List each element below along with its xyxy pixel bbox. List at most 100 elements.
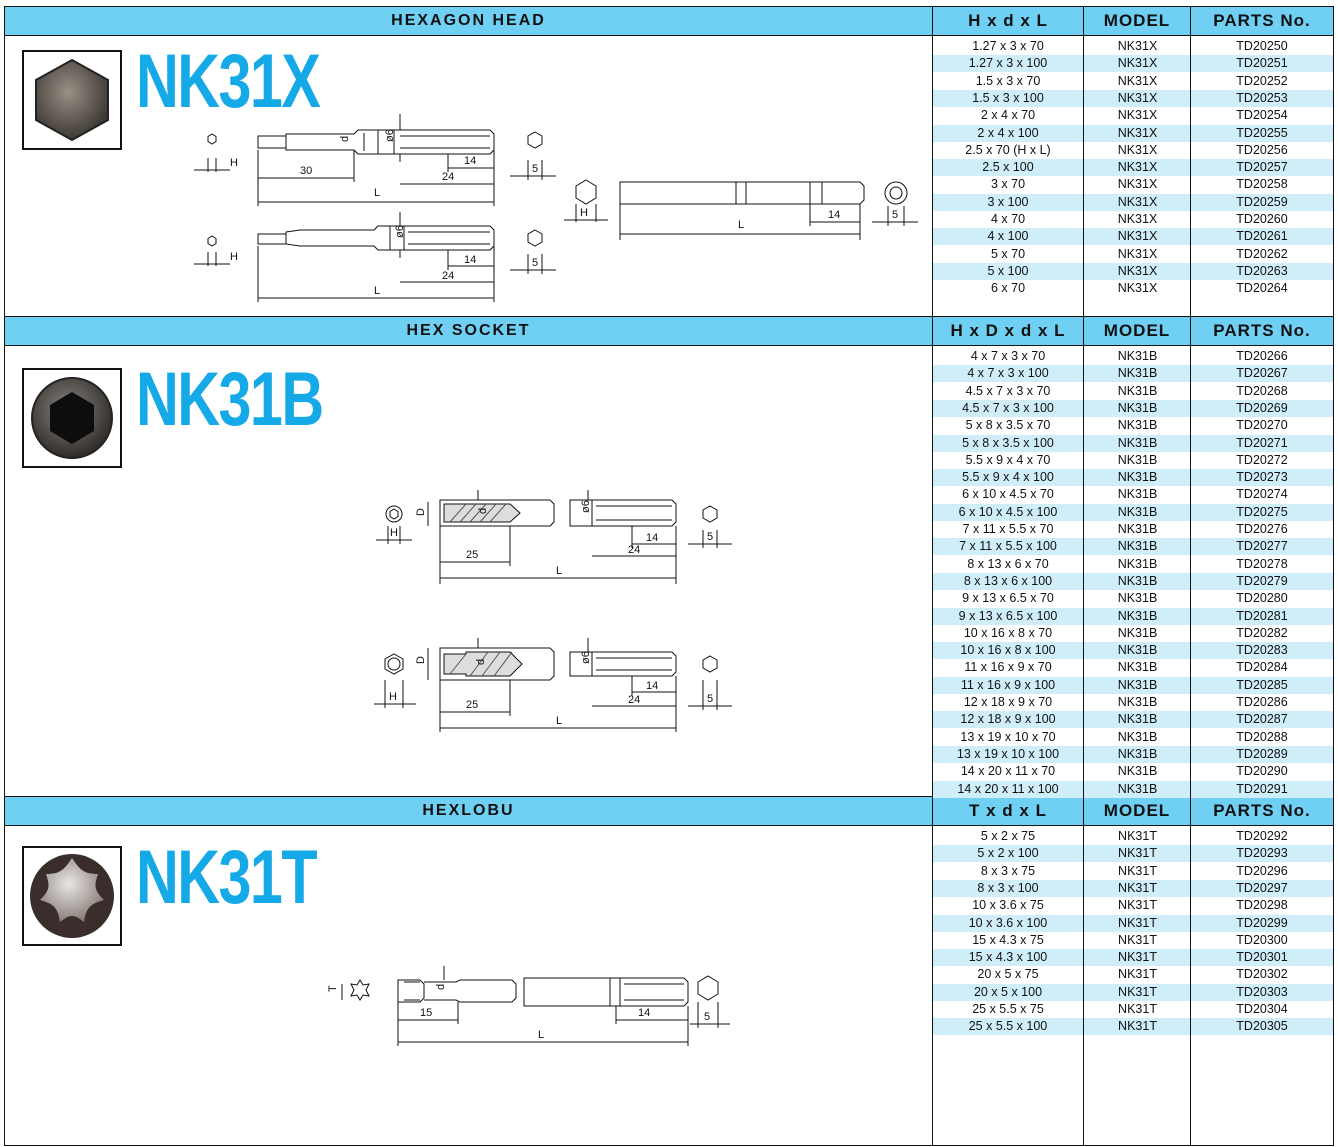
parts-no-cell: TD20291 bbox=[1236, 781, 1288, 796]
parts-no-cell: TD20280 bbox=[1236, 591, 1288, 606]
model-cell: NK31T bbox=[1118, 863, 1157, 878]
column-header-size: T x d x L bbox=[932, 796, 1084, 826]
column-header-size: H x D x d x L bbox=[932, 316, 1084, 346]
model-cell: NK31X bbox=[1117, 90, 1158, 105]
size-cell: 14 x 20 x 11 x 70 bbox=[960, 764, 1056, 779]
model-cell: NK31B bbox=[1117, 556, 1158, 571]
size-cell: 9 x 13 x 6.5 x 100 bbox=[958, 608, 1058, 623]
model-cell: NK31B bbox=[1117, 712, 1158, 727]
parts-no-cell: TD20254 bbox=[1236, 108, 1288, 123]
model-cell: NK31B bbox=[1117, 487, 1158, 502]
hex-socket-icon bbox=[31, 377, 113, 459]
model-cell: NK31B bbox=[1117, 452, 1158, 467]
size-cell: 8 x 13 x 6 x 70 bbox=[967, 556, 1049, 571]
hexlobu-drawing: T d 15 14 L 5 bbox=[327, 966, 730, 1046]
parts-no-cell: TD20297 bbox=[1236, 880, 1288, 895]
size-cell: 4 x 7 x 3 x 100 bbox=[967, 366, 1049, 381]
column-header-parts-no: PARTS No. bbox=[1190, 796, 1334, 826]
size-cell: 1.5 x 3 x 100 bbox=[972, 90, 1044, 105]
parts-no-cell: TD20260 bbox=[1236, 212, 1288, 226]
size-cell: 5.5 x 9 x 4 x 70 bbox=[965, 452, 1051, 467]
parts-no-cell: TD20290 bbox=[1236, 764, 1288, 779]
table-row: 1.5 x 3 x 100 NK31X TD20253 bbox=[933, 89, 1333, 107]
table-row: 14 x 20 x 11 x 70 NK31B TD20290 bbox=[933, 763, 1333, 780]
size-cell: 3 x 70 bbox=[990, 177, 1026, 192]
model-cell: NK31T bbox=[1118, 880, 1157, 895]
hexagon-head-drawing-1: H d ø6 30 14 24 L 5 bbox=[194, 114, 556, 206]
model-cell: NK31B bbox=[1117, 764, 1158, 779]
parts-no-cell: TD20253 bbox=[1236, 90, 1288, 105]
label-d: d bbox=[435, 984, 447, 990]
parts-no-cell: TD20283 bbox=[1236, 643, 1288, 658]
size-cell: 20 x 5 x 75 bbox=[977, 967, 1039, 982]
label-5: 5 bbox=[532, 257, 538, 269]
label-H: H bbox=[230, 251, 238, 263]
size-cell: 7 x 11 x 5.5 x 100 bbox=[959, 539, 1057, 554]
model-cell: NK31T bbox=[1118, 984, 1157, 999]
label-5: 5 bbox=[532, 163, 538, 175]
size-cell: 6 x 10 x 4.5 x 100 bbox=[958, 504, 1058, 519]
label-L: L bbox=[556, 715, 562, 727]
size-cell: 5 x 70 bbox=[990, 246, 1026, 261]
parts-no-cell: TD20255 bbox=[1236, 125, 1288, 140]
column-divider bbox=[1190, 6, 1191, 1145]
parts-no-cell: TD20298 bbox=[1236, 898, 1288, 913]
size-cell: 4.5 x 7 x 3 x 100 bbox=[962, 400, 1054, 415]
label-L: L bbox=[374, 187, 380, 199]
section-title-hexagon-head: HEXAGON HEAD bbox=[4, 6, 933, 36]
model-cell: NK31B bbox=[1117, 435, 1158, 450]
size-cell: 5 x 100 bbox=[987, 263, 1029, 278]
parts-no-cell: TD20281 bbox=[1236, 608, 1288, 623]
parts-no-cell: TD20277 bbox=[1236, 539, 1288, 554]
parts-no-cell: TD20289 bbox=[1236, 746, 1288, 761]
parts-no-cell: TD20287 bbox=[1236, 712, 1288, 727]
model-cell: NK31X bbox=[1117, 39, 1158, 53]
parts-no-cell: TD20252 bbox=[1236, 73, 1288, 88]
model-cell: NK31B bbox=[1117, 625, 1158, 640]
parts-no-cell: TD20274 bbox=[1236, 487, 1288, 502]
label-24: 24 bbox=[628, 544, 640, 556]
parts-no-cell: TD20273 bbox=[1236, 470, 1288, 485]
model-cell: NK31X bbox=[1117, 246, 1158, 261]
hex-socket-drawing-1: H D d ø6 25 14 24 L 5 bbox=[376, 490, 732, 584]
label-14: 14 bbox=[646, 680, 658, 692]
parts-no-cell: TD20261 bbox=[1236, 229, 1288, 244]
label-14: 14 bbox=[828, 209, 840, 221]
model-cell: NK31B bbox=[1117, 504, 1158, 519]
label-14: 14 bbox=[646, 532, 658, 544]
model-cell: NK31X bbox=[1117, 73, 1158, 88]
section-title-hex-socket: HEX SOCKET bbox=[4, 316, 933, 346]
label-5: 5 bbox=[707, 531, 713, 543]
label-14: 14 bbox=[464, 254, 476, 266]
parts-no-cell: TD20285 bbox=[1236, 677, 1288, 692]
table-row: 8 x 3 x 75 NK31T TD20296 bbox=[933, 863, 1333, 880]
size-cell: 8 x 3 x 75 bbox=[980, 863, 1036, 878]
parts-no-cell: TD20284 bbox=[1236, 660, 1288, 675]
parts-no-cell: TD20296 bbox=[1236, 863, 1288, 878]
model-cell: NK31B bbox=[1117, 677, 1158, 692]
parts-no-cell: TD20293 bbox=[1236, 846, 1288, 861]
label-L: L bbox=[556, 565, 562, 577]
model-cell: NK31B bbox=[1117, 418, 1158, 433]
label-d: d bbox=[339, 136, 351, 142]
size-cell: 8 x 13 x 6 x 100 bbox=[963, 573, 1053, 588]
size-cell: 11 x 16 x 9 x 100 bbox=[960, 677, 1056, 692]
hexagon-key-drawing: H L 14 5 bbox=[564, 179, 918, 240]
size-cell: 10 x 16 x 8 x 70 bbox=[963, 625, 1053, 640]
size-cell: 14 x 20 x 11 x 100 bbox=[957, 781, 1059, 796]
